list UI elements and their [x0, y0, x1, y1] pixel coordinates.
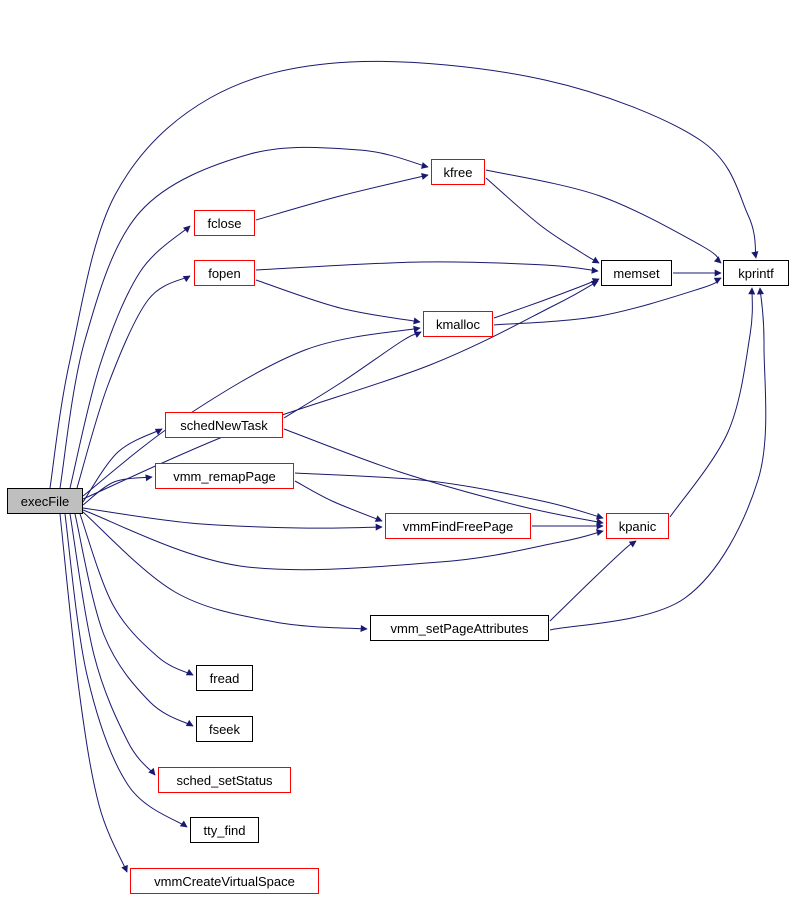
graph-node-schedNewTask[interactable]: schedNewTask — [165, 412, 283, 438]
graph-node-kprintf[interactable]: kprintf — [723, 260, 789, 286]
graph-node-tty_find[interactable]: tty_find — [190, 817, 259, 843]
edge-execFile-to-schedNewTask — [82, 428, 163, 503]
edge-kmalloc-to-memset — [493, 278, 600, 319]
edge-execFile-to-vmm_setPageAttributes — [82, 511, 368, 633]
graph-node-kmalloc[interactable]: kmalloc — [423, 311, 493, 337]
edge-kpanic-to-kprintf — [669, 287, 756, 518]
edge-vmm_remapPage-to-kpanic — [294, 472, 604, 520]
edge-execFile-to-fclose — [69, 225, 191, 489]
edge-execFile-to-fread — [79, 513, 194, 676]
graph-node-fread[interactable]: fread — [196, 665, 253, 691]
edge-execFile-to-sched_setStatus — [69, 513, 156, 776]
edge-fopen-to-kmalloc — [255, 279, 421, 325]
edge-vmm_setPageAttributes-to-kprintf — [549, 287, 767, 631]
edge-fopen-to-memset — [255, 261, 599, 274]
edge-schedNewTask-to-kpanic — [283, 428, 604, 526]
edge-execFile-to-fseek — [74, 513, 194, 727]
edge-kfree-to-kprintf — [485, 169, 722, 264]
graph-node-vmm_setPageAttributes[interactable]: vmm_setPageAttributes — [370, 615, 549, 641]
graph-node-vmm_remapPage[interactable]: vmm_remapPage — [155, 463, 294, 489]
graph-node-fopen[interactable]: fopen — [194, 260, 255, 286]
graph-node-fseek[interactable]: fseek — [196, 716, 253, 742]
edge-execFile-to-vmmCreateVirtualSpace — [59, 513, 128, 873]
edge-kfree-to-memset — [485, 177, 600, 264]
edge-vmm_remapPage-to-vmmFindFreePage — [294, 480, 383, 522]
graph-node-sched_setStatus[interactable]: sched_setStatus — [158, 767, 291, 793]
graph-node-memset[interactable]: memset — [601, 260, 672, 286]
edge-vmm_setPageAttributes-to-kpanic — [549, 540, 637, 622]
graph-node-execFile[interactable]: execFile — [7, 488, 83, 514]
edge-execFile-to-vmmFindFreePage — [82, 507, 383, 531]
edge-fclose-to-kfree — [255, 173, 429, 221]
graph-node-fclose[interactable]: fclose — [194, 210, 255, 236]
graph-node-kfree[interactable]: kfree — [431, 159, 485, 185]
graph-node-kpanic[interactable]: kpanic — [606, 513, 669, 539]
edge-schedNewTask-to-kmalloc — [283, 331, 422, 419]
edge-execFile-to-vmm_remapPage — [82, 474, 153, 506]
edge-execFile-to-fopen — [76, 275, 191, 489]
graph-node-vmmFindFreePage[interactable]: vmmFindFreePage — [385, 513, 531, 539]
graph-node-vmmCreateVirtualSpace[interactable]: vmmCreateVirtualSpace — [130, 868, 319, 894]
